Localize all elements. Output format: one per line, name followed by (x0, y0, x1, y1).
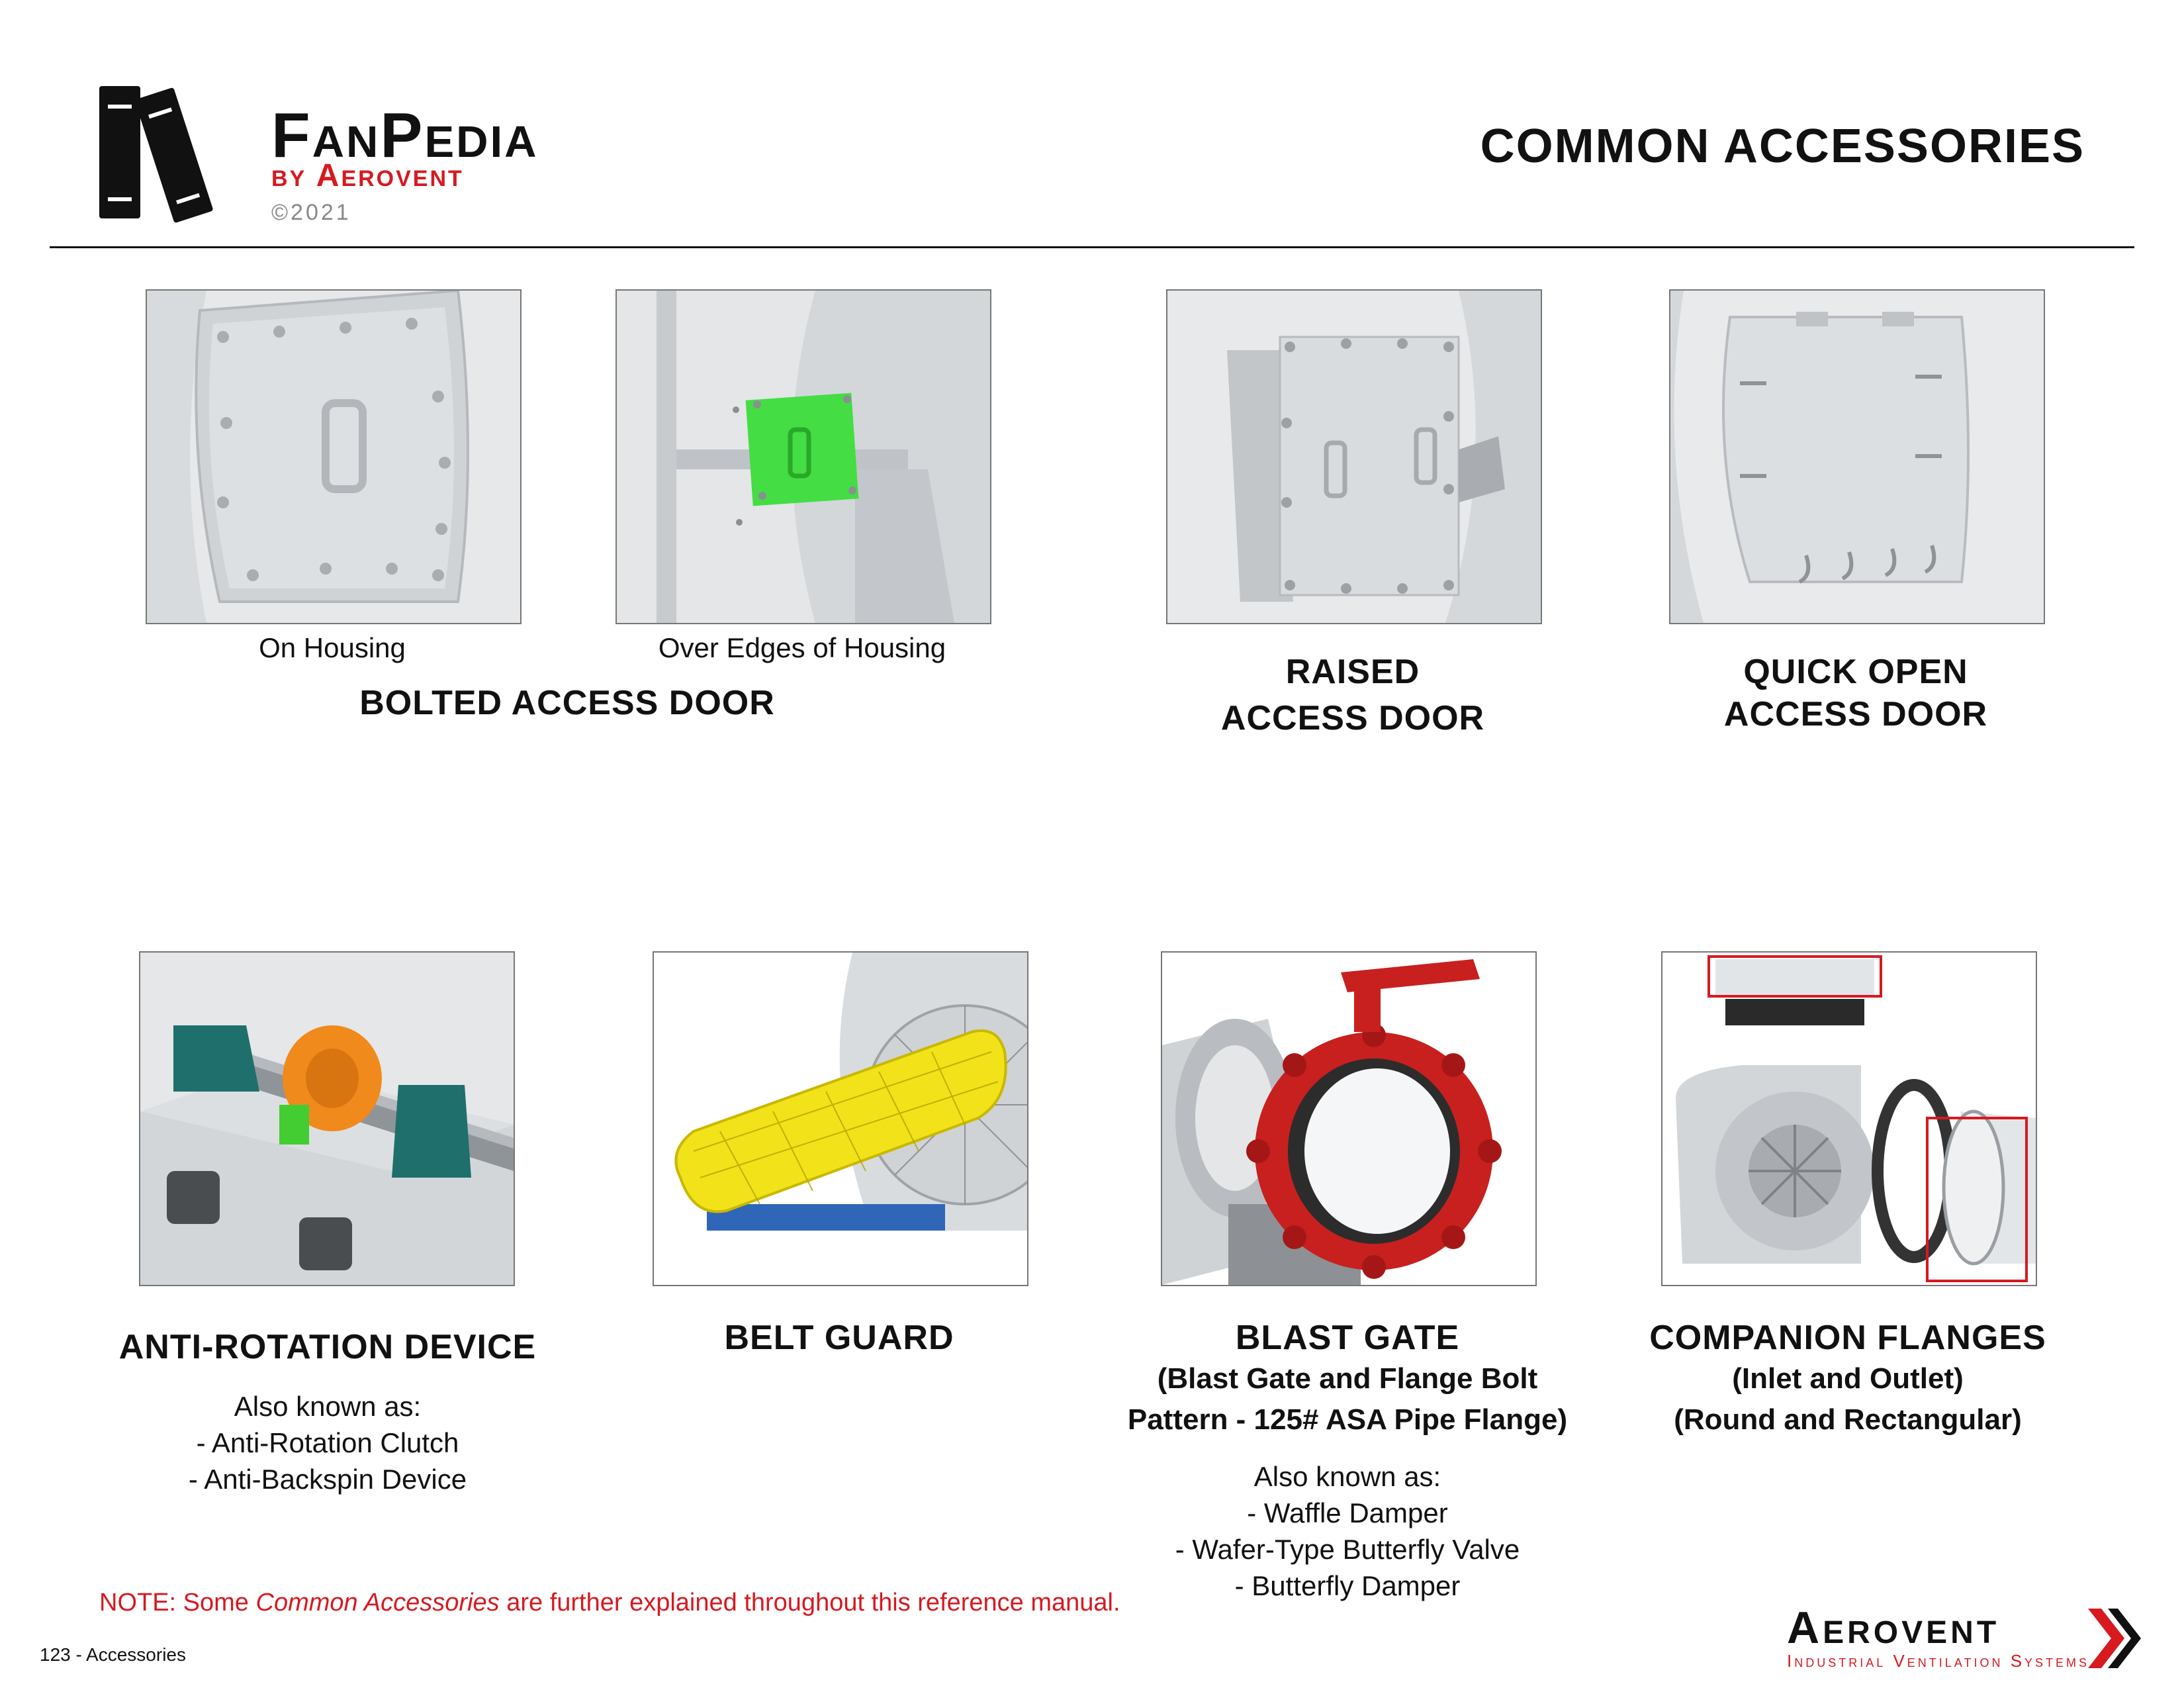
blast-gate-sub-2: Pattern - 125# ASA Pipe Flange) (1127, 1403, 1568, 1436)
page-number-label: 123 - Accessories (40, 1644, 186, 1665)
bolted-sub-left: On Housing (259, 632, 406, 663)
raised-title-line1: RAISED (1285, 653, 1420, 691)
blast-gate-aka-3: - Butterfly Damper (1234, 1570, 1461, 1601)
anti-rotation-aka-intro: Also known as: (234, 1391, 422, 1422)
blast-gate-aka-2: - Wafer-Type Butterfly Valve (1175, 1534, 1520, 1565)
anti-rotation-image (139, 951, 515, 1286)
reference-note: NOTE: Some Common Accessories are furthe… (99, 1589, 1120, 1617)
blast-gate-aka-1: - Waffle Damper (1247, 1497, 1448, 1528)
bolted-title: BOLTED ACCESS DOOR (359, 684, 775, 722)
brand-by: by Aerovent (271, 158, 464, 193)
blast-gate-image (1161, 951, 1537, 1286)
quick-open-door-image (1669, 289, 2045, 624)
blast-gate-title: BLAST GATE (1235, 1319, 1460, 1357)
raised-door-image (1166, 289, 1542, 624)
companion-sub-1: (Inlet and Outlet) (1732, 1362, 1964, 1395)
books-logo (96, 78, 235, 224)
companion-flanges-image (1661, 951, 2037, 1286)
brand-name: FanPedia (271, 100, 539, 171)
blast-gate-aka-intro: Also known as: (1253, 1461, 1441, 1492)
page-title: COMMON ACCESSORIES (1480, 120, 2085, 173)
note-emphasis: Common Accessories (255, 1589, 500, 1617)
note-suffix: are further explained throughout this re… (499, 1589, 1120, 1617)
copyright: ©2021 (271, 200, 351, 225)
aerovent-logo-tagline: Industrial Ventilation Systems (1787, 1651, 2090, 1671)
raised-title-line2: ACCESS DOOR (1220, 699, 1485, 737)
bolted-sub-right: Over Edges of Housing (658, 632, 946, 663)
anti-rotation-title: ANTI-ROTATION DEVICE (118, 1328, 537, 1366)
blast-gate-sub-1: (Blast Gate and Flange Bolt (1157, 1362, 1538, 1395)
companion-sub-2: (Round and Rectangular) (1674, 1403, 2022, 1436)
anti-rotation-aka-1: - Anti-Rotation Clutch (196, 1427, 459, 1458)
note-prefix: NOTE: Some (99, 1589, 256, 1617)
quick-title-line1: QUICK OPEN (1743, 653, 1968, 691)
header-divider (50, 246, 2134, 248)
bolted-door-edges-image (615, 289, 991, 624)
belt-guard-image (653, 951, 1028, 1286)
belt-guard-title: BELT GUARD (724, 1319, 954, 1357)
anti-rotation-aka-2: - Anti-Backspin Device (188, 1464, 467, 1495)
chevron-right-icon (2085, 1605, 2144, 1671)
companion-title: COMPANION FLANGES (1649, 1319, 2046, 1357)
bolted-door-housing-image (146, 289, 522, 624)
quick-title-line2: ACCESS DOOR (1723, 695, 1988, 733)
aerovent-logo-name: Aerovent (1787, 1603, 2000, 1653)
